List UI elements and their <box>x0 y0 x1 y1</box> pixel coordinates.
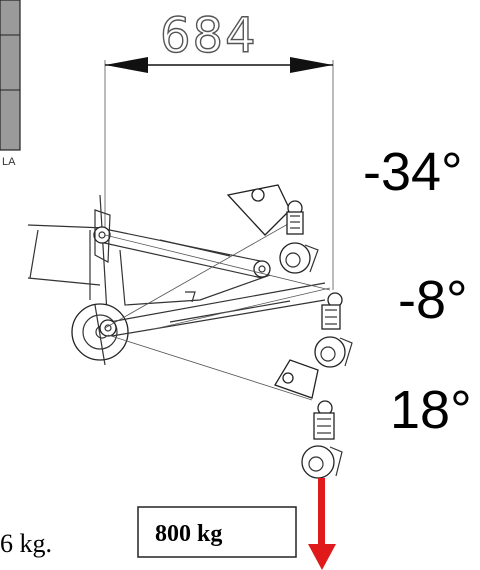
hook-top <box>279 242 319 274</box>
load-box: 800 kg <box>137 506 297 558</box>
hook-bottom <box>301 445 343 479</box>
hook-middle <box>314 336 353 368</box>
angle-label-middle: -8° <box>398 270 468 330</box>
bracket-middle <box>321 292 343 330</box>
dimension-arrow-left <box>105 57 148 73</box>
bracket-top <box>226 184 304 236</box>
angle-label-top: -34° <box>363 142 463 202</box>
load-label: 800 kg <box>155 521 222 547</box>
angle-label-bottom: 18° <box>390 380 472 440</box>
dimension-value: 684 <box>160 8 258 64</box>
bracket-bottom <box>274 359 335 440</box>
lower-arm <box>99 282 326 337</box>
corner-panel-label: LA <box>2 156 16 168</box>
load-arrow <box>308 478 336 570</box>
construction-lines <box>104 219 331 401</box>
edge-text-fragment: 6 kg. <box>0 529 52 558</box>
corner-panel: LA <box>0 0 21 168</box>
dimension-line: 684 <box>104 7 334 290</box>
dimension-arrow-right <box>290 57 333 73</box>
machine-base <box>27 194 271 366</box>
upper-arm <box>93 209 271 279</box>
